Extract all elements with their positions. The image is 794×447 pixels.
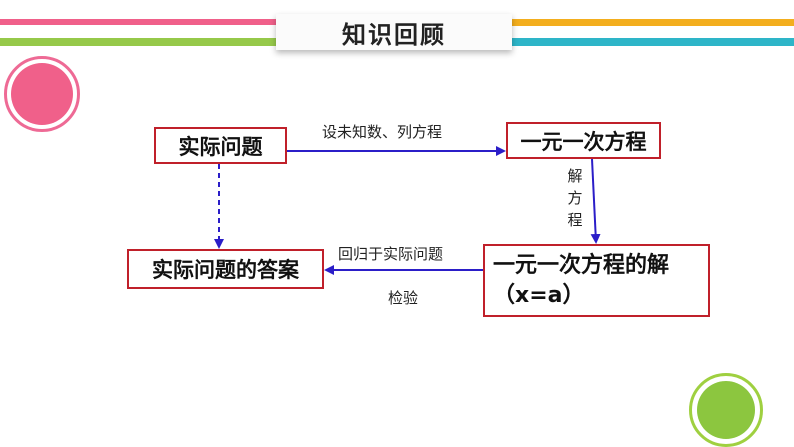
arrow-equation-to-solution (590, 158, 601, 244)
node-problem-answer: 实际问题的答案 (127, 249, 324, 289)
edge-label-solve: 解方程 (567, 167, 583, 229)
solution-title: 一元一次方程的解 (493, 252, 670, 278)
green-circle-decoration (689, 373, 763, 447)
node-actual-problem: 实际问题 (154, 127, 287, 164)
solution-value: （x=a） (493, 282, 585, 308)
green-stripe (0, 38, 278, 46)
orange-stripe (512, 19, 794, 26)
teal-stripe (512, 38, 794, 46)
edge-label-back-to-problem: 回归于实际问题 (338, 245, 444, 263)
node-linear-equation: 一元一次方程 (506, 122, 661, 159)
pink-circle-decoration (4, 56, 80, 132)
edge-label-set-unknown: 设未知数、列方程 (322, 123, 443, 141)
slide-title: 知识回顾 (276, 14, 512, 50)
edge-label-check: 检验 (388, 289, 419, 307)
node-equation-solution: 一元一次方程的解 （x=a） (483, 244, 710, 317)
pink-stripe (0, 19, 278, 25)
